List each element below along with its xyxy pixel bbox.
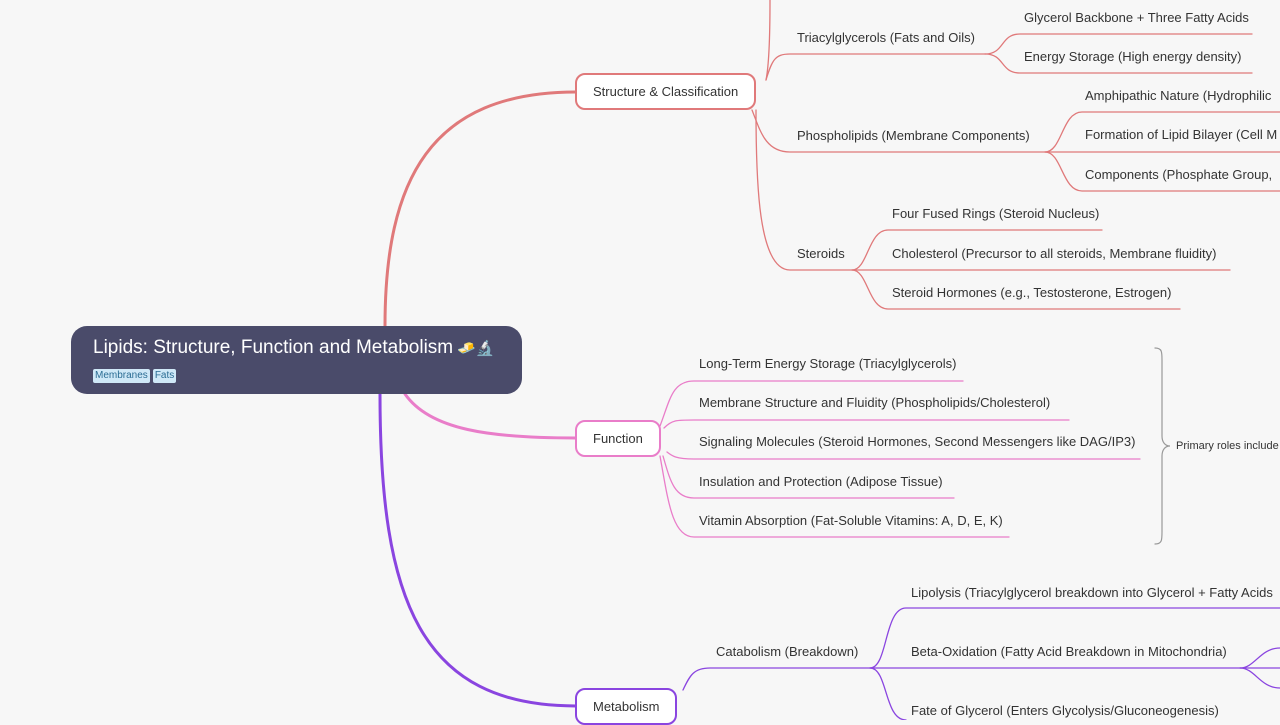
topic-glycerol-backbone[interactable]: Glycerol Backbone + Three Fatty Acids: [1024, 10, 1249, 25]
topic-steroid-hormones[interactable]: Steroid Hormones (e.g., Testosterone, Es…: [892, 285, 1172, 300]
topic-insulation-protection[interactable]: Insulation and Protection (Adipose Tissu…: [699, 474, 943, 489]
topic-steroids[interactable]: Steroids: [797, 246, 845, 261]
topic-energy-storage-density[interactable]: Energy Storage (High energy density): [1024, 49, 1242, 64]
topic-signaling-molecules[interactable]: Signaling Molecules (Steroid Hormones, S…: [699, 434, 1136, 449]
topic-amphipathic-nature[interactable]: Amphipathic Nature (Hydrophilic: [1085, 88, 1272, 103]
metabolism-connectors: [682, 607, 1280, 720]
branch-metabolism[interactable]: Metabolism: [575, 688, 678, 725]
tag-fats[interactable]: Fats: [152, 369, 177, 383]
topic-fate-of-glycerol[interactable]: Fate of Glycerol (Enters Glycolysis/Gluc…: [911, 703, 1219, 718]
function-connectors: [659, 380, 1141, 538]
butter-microscope-emoji-icon: 🧈🔬: [457, 340, 495, 357]
topic-triacylglycerols[interactable]: Triacylglycerols (Fats and Oils): [797, 30, 975, 45]
topic-membrane-structure-fluidity[interactable]: Membrane Structure and Fluidity (Phospho…: [699, 395, 1051, 410]
summary-bracket: [1154, 347, 1171, 545]
topic-vitamin-absorption[interactable]: Vitamin Absorption (Fat-Soluble Vitamins…: [699, 513, 1003, 528]
summary-primary-roles[interactable]: Primary roles include: [1176, 440, 1279, 452]
structure-connectors: [751, 0, 1280, 310]
central-topic[interactable]: Lipids: Structure, Function and Metaboli…: [71, 326, 522, 394]
connector-root-metabolism: [378, 392, 578, 708]
topic-cholesterol[interactable]: Cholesterol (Precursor to all steroids, …: [892, 246, 1217, 261]
topic-lipolysis[interactable]: Lipolysis (Triacylglycerol breakdown int…: [911, 585, 1273, 600]
topic-beta-oxidation[interactable]: Beta-Oxidation (Fatty Acid Breakdown in …: [911, 644, 1227, 659]
topic-long-term-energy-storage[interactable]: Long-Term Energy Storage (Triacylglycero…: [699, 356, 957, 371]
topic-phospholipid-components[interactable]: Components (Phosphate Group,: [1085, 167, 1273, 182]
branch-function[interactable]: Function: [575, 420, 661, 457]
connector-root-function: [403, 392, 578, 440]
tag-membranes[interactable]: Membranes: [93, 369, 150, 383]
topic-phospholipids[interactable]: Phospholipids (Membrane Components): [797, 128, 1030, 143]
branch-structure-classification[interactable]: Structure & Classification: [575, 73, 757, 110]
topic-four-fused-rings[interactable]: Four Fused Rings (Steroid Nucleus): [892, 206, 1100, 221]
topic-catabolism[interactable]: Catabolism (Breakdown): [716, 644, 859, 659]
connector-root-structure: [383, 90, 578, 328]
topic-lipid-bilayer[interactable]: Formation of Lipid Bilayer (Cell M: [1085, 127, 1278, 142]
central-topic-title: Lipids: Structure, Function and Metaboli…: [93, 337, 454, 358]
